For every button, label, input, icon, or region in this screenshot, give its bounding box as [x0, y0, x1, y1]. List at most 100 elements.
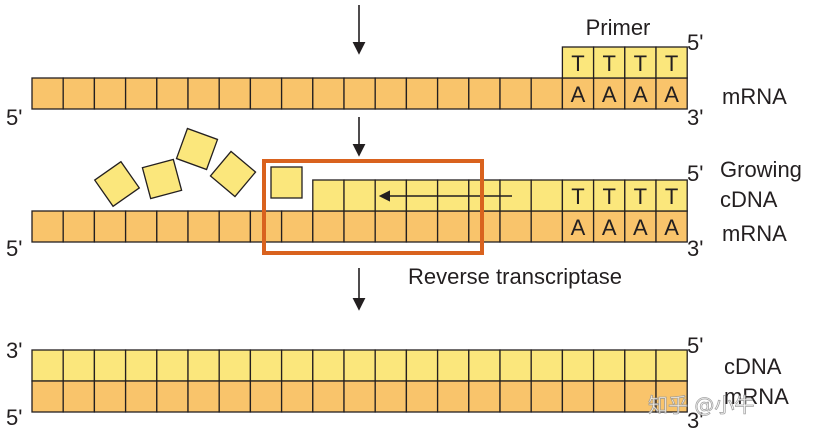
- nucleotide-cell: [156, 210, 189, 243]
- nucleotide-cell: [93, 349, 127, 382]
- nucleotide-cell: [280, 380, 314, 413]
- nucleotide-cell: [93, 77, 127, 110]
- nucleotide-cell: [249, 349, 283, 382]
- base-letter: T: [634, 51, 647, 76]
- nucleotide-cell: [405, 349, 439, 382]
- nucleotide-cell: [468, 77, 501, 110]
- nucleotide-cell: [499, 380, 532, 413]
- free-nucleotide: [175, 127, 219, 171]
- nucleotide-cell: [592, 380, 626, 413]
- free-nucleotide: [209, 150, 257, 198]
- panel3-cdna-strand: [31, 349, 688, 382]
- nucleotide-cell: [561, 46, 595, 79]
- nucleotide-cell: [499, 349, 532, 382]
- panel3-mrna-5prime: 5': [6, 405, 22, 430]
- nucleotide-cell: [343, 179, 376, 212]
- nucleotide-cell: [561, 380, 595, 413]
- panel2-mrna-5prime: 5': [6, 236, 22, 261]
- panel2-growing-label: Growing: [720, 157, 802, 182]
- nucleotide-cell: [124, 349, 158, 382]
- nucleotide-cell: [312, 179, 345, 212]
- nucleotide-cell: [280, 349, 314, 382]
- nucleotide-cell: [436, 210, 470, 243]
- nucleotide-cell: [530, 179, 564, 212]
- nucleotide-cell: [468, 380, 501, 413]
- nucleotide-cell: [156, 380, 189, 413]
- nucleotide-cell: [62, 349, 96, 382]
- nucleotide-cell: [592, 349, 626, 382]
- nucleotide-cell: [561, 179, 595, 212]
- base-letter: A: [602, 215, 617, 240]
- incoming-nucleotide: [270, 166, 303, 199]
- nucleotide-cell: [312, 77, 345, 110]
- nucleotide-cell: [187, 380, 220, 413]
- base-letter: T: [602, 184, 615, 209]
- nucleotide-cell: [530, 77, 564, 110]
- nucleotide-cell: [312, 210, 345, 243]
- nucleotide-cell: [374, 380, 408, 413]
- panel3-mrna-label: mRNA: [724, 384, 789, 409]
- nucleotide-cell: [124, 210, 158, 243]
- base-letter: A: [633, 82, 648, 107]
- nucleotide-cell: [218, 77, 252, 110]
- nucleotide-cell: [249, 380, 283, 413]
- base-letter: T: [665, 184, 678, 209]
- base-letter: T: [602, 51, 615, 76]
- nucleotide-cell: [62, 77, 96, 110]
- reverse-transcriptase-label: Reverse transcriptase: [408, 264, 622, 289]
- nucleotide-cell: [374, 210, 408, 243]
- nucleotide-cell: [624, 380, 657, 413]
- panel3-cdna-label: cDNA: [724, 354, 782, 379]
- nucleotide-cell: [31, 77, 64, 110]
- panel2-mrna-label: mRNA: [722, 221, 787, 246]
- nucleotide-cell: [374, 349, 408, 382]
- panel1-primer-label: Primer: [586, 15, 651, 40]
- nucleotide-cell: [624, 179, 657, 212]
- nucleotide-cell: [124, 380, 158, 413]
- nucleotide-cell: [561, 77, 595, 110]
- nucleotide-cell: [624, 77, 657, 110]
- panel3-mrna-3prime: 3': [687, 408, 703, 433]
- panel2-mrna-3prime: 3': [687, 236, 703, 261]
- nucleotide-cell: [624, 349, 657, 382]
- nucleotide-cell: [218, 349, 252, 382]
- nucleotide-cell: [405, 210, 439, 243]
- nucleotide-cell: [499, 210, 532, 243]
- nucleotide-cell: [343, 349, 376, 382]
- free-nucleotide: [93, 160, 141, 208]
- panel3-cdna-5prime: 5': [687, 333, 703, 358]
- nucleotide-cell: [31, 349, 64, 382]
- nucleotide-cell: [592, 46, 626, 79]
- base-letter: A: [571, 82, 586, 107]
- nucleotide-cell: [655, 179, 688, 212]
- nucleotide-cell: [124, 77, 158, 110]
- base-letter: T: [634, 184, 647, 209]
- watermark: 知乎 @小牛: [648, 393, 754, 417]
- nucleotide-cell: [561, 349, 595, 382]
- nucleotide-cell: [530, 210, 564, 243]
- base-letter: T: [665, 51, 678, 76]
- base-letter: T: [571, 51, 584, 76]
- panel2-cdna-5prime: 5': [687, 161, 703, 186]
- nucleotide-cell: [31, 380, 64, 413]
- nucleotide-cell: [343, 77, 376, 110]
- nucleotide-cell: [187, 349, 220, 382]
- nucleotide-cell: [312, 380, 345, 413]
- nucleotide-cell: [62, 210, 96, 243]
- nucleotide-cell: [436, 349, 470, 382]
- nucleotide-cell: [280, 210, 314, 243]
- nucleotide-cell: [655, 77, 688, 110]
- nucleotide-cell: [249, 77, 283, 110]
- free-nucleotides: [93, 127, 303, 208]
- nucleotide-cell: [31, 210, 64, 243]
- nucleotide-cell: [530, 380, 564, 413]
- nucleotide-cell: [218, 380, 252, 413]
- nucleotide-cell: [93, 380, 127, 413]
- nucleotide-cell: [499, 77, 532, 110]
- nucleotide-cell: [62, 380, 96, 413]
- nucleotide-cell: [343, 210, 376, 243]
- nucleotide-cell: [156, 77, 189, 110]
